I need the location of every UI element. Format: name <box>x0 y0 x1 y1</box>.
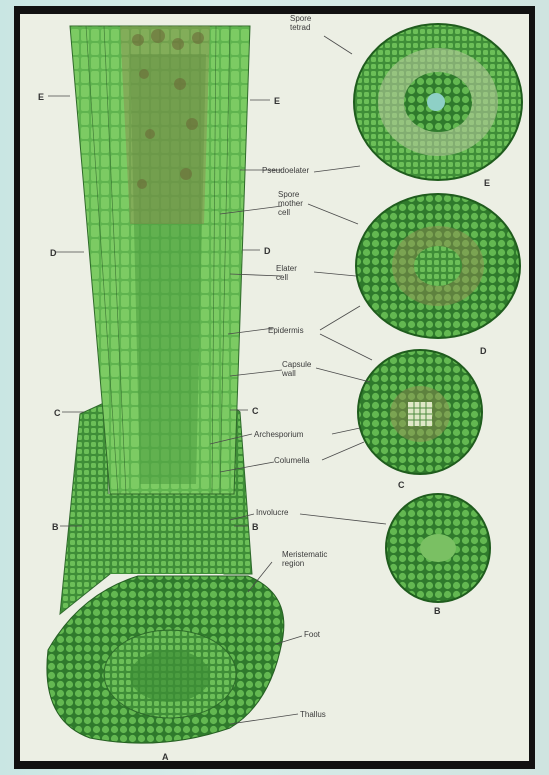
anthoceros-sporophyte-figure <box>20 14 529 761</box>
label-pseudoelater: Pseudoelater <box>262 166 309 175</box>
cross-section-e-label: E <box>484 178 490 188</box>
label-spore-tetrad: Spore tetrad <box>290 14 311 32</box>
label-capsule-wall: Capsule wall <box>282 360 311 378</box>
label-columella: Columella <box>274 456 310 465</box>
section-letter-c-right: C <box>252 406 259 416</box>
cross-section-c-label: C <box>398 480 405 490</box>
section-letter-b-left: B <box>52 522 59 532</box>
cross-section-d <box>356 194 520 338</box>
label-spore-mother-cell: Spore mother cell <box>278 190 303 217</box>
section-letter-e-left: E <box>38 92 44 102</box>
label-thallus: Thallus <box>300 710 326 719</box>
label-archesporium: Archesporium <box>254 430 303 439</box>
cross-section-e <box>354 24 522 180</box>
cross-section-b-label: B <box>434 606 441 616</box>
label-epidermis: Epidermis <box>268 326 304 335</box>
section-letter-b-right: B <box>252 522 259 532</box>
label-elater-cell: Elater cell <box>276 264 297 282</box>
section-letter-d-right: D <box>264 246 271 256</box>
section-letter-c-left: C <box>54 408 61 418</box>
section-letter-a: A <box>162 752 169 762</box>
label-foot: Foot <box>304 630 320 639</box>
cross-section-c <box>358 350 482 474</box>
cross-section-d-label: D <box>480 346 487 356</box>
involucre-base <box>60 402 110 614</box>
section-letter-d-left: D <box>50 248 57 258</box>
label-involucre: Involucre <box>256 508 288 517</box>
label-meristematic-region: Meristematic region <box>282 550 327 568</box>
cross-section-b <box>386 494 490 602</box>
section-letter-e-right: E <box>274 96 280 106</box>
